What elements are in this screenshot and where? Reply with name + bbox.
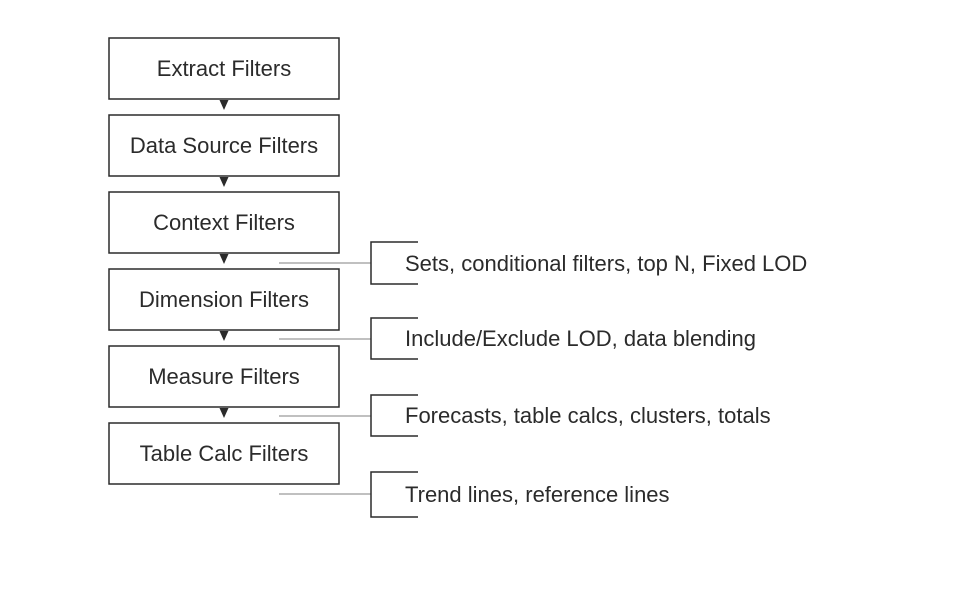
bracket (370, 394, 418, 437)
stage-label: Extract Filters (157, 56, 291, 81)
bracket (370, 471, 418, 518)
annotation-forecasts-table-calcs: Forecasts, table calcs, clusters, totals (279, 394, 771, 437)
stage-box (108, 37, 340, 100)
stage-box (108, 191, 340, 254)
arrow-2 (219, 177, 229, 187)
stage-dimension-filters: Dimension Filters (108, 268, 340, 331)
arrow-down-icon (219, 408, 229, 418)
stage-box (108, 345, 340, 408)
stage-label: Measure Filters (148, 364, 300, 389)
arrow-1 (219, 100, 229, 110)
bracket (370, 317, 418, 360)
arrow-down-icon (219, 100, 229, 110)
arrow-down-icon (219, 331, 229, 341)
arrow-down-icon (219, 254, 229, 264)
arrow-down-icon (219, 177, 229, 187)
stage-extract-filters: Extract Filters (108, 37, 340, 100)
stage-box (108, 114, 340, 177)
annotation-trend-reference-lines: Trend lines, reference lines (279, 471, 670, 518)
stage-label: Dimension Filters (139, 287, 309, 312)
stage-table-calc-filters: Table Calc Filters (108, 422, 340, 485)
stage-label: Data Source Filters (130, 133, 318, 158)
stage-measure-filters: Measure Filters (108, 345, 340, 408)
arrow-5 (219, 408, 229, 418)
stage-box (108, 268, 340, 331)
arrow-3 (219, 254, 229, 264)
annotation-include-exclude-lod: Include/Exclude LOD, data blending (279, 317, 756, 360)
bracket (370, 241, 418, 285)
annotation-text: Trend lines, reference lines (405, 482, 670, 507)
stage-context-filters: Context Filters (108, 191, 340, 254)
annotation-text: Include/Exclude LOD, data blending (405, 326, 756, 351)
stage-box (108, 422, 340, 485)
stage-label: Context Filters (153, 210, 295, 235)
stage-data-source-filters: Data Source Filters (108, 114, 340, 177)
annotation-text: Forecasts, table calcs, clusters, totals (405, 403, 771, 428)
annotation-sets-fixed-lod: Sets, conditional filters, top N, Fixed … (279, 241, 807, 285)
arrow-4 (219, 331, 229, 341)
annotation-text: Sets, conditional filters, top N, Fixed … (405, 251, 807, 276)
stage-label: Table Calc Filters (140, 441, 309, 466)
